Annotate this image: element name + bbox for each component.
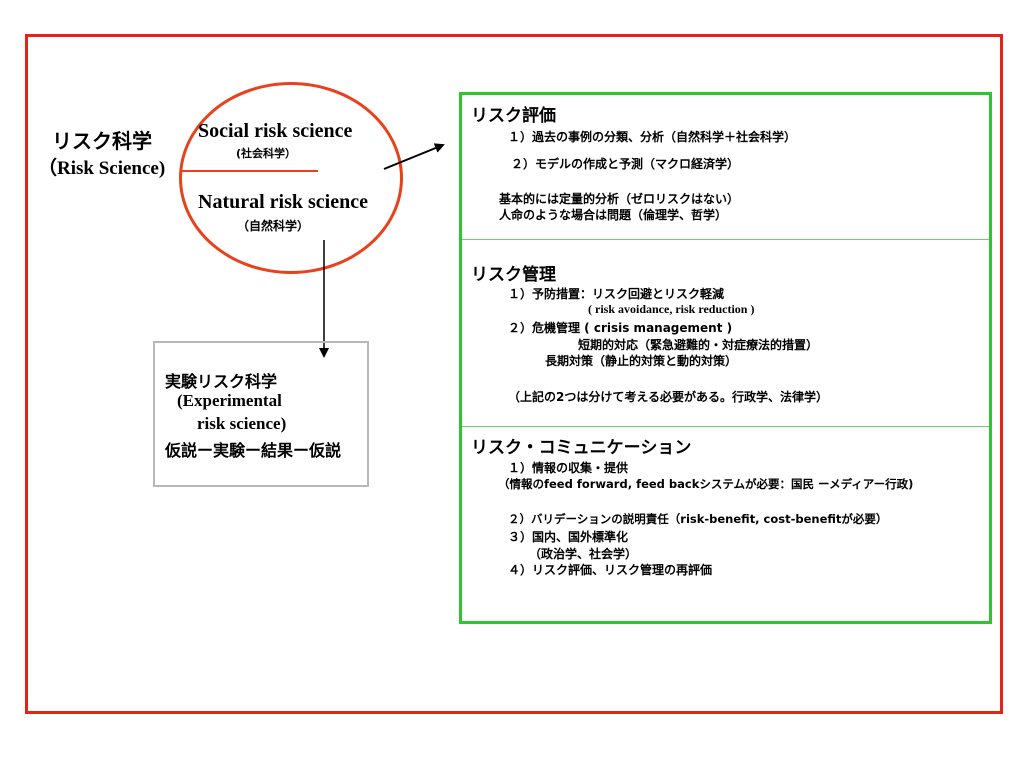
experimental-title-jp: 実験リスク科学 xyxy=(165,372,278,391)
evaluation-note-2: 人命のような場合は問題（倫理学、哲学） xyxy=(499,208,728,222)
arrow-to-panel xyxy=(383,143,445,170)
management-item-2: ２）危機管理 ( crisis management ) xyxy=(508,321,733,335)
social-science-label-jp: (社会科学） xyxy=(236,147,297,160)
evaluation-note-1: 基本的には定量的分析（ゼロリスクはない） xyxy=(499,192,740,206)
risk-science-ellipse xyxy=(179,82,403,274)
evaluation-item-2: ２）モデルの作成と予測（マクロ経済学） xyxy=(511,157,740,171)
experimental-title-en-2: risk science) xyxy=(197,414,287,433)
evaluation-item-1: １）過去の事例の分類、分析（自然科学＋社会科学） xyxy=(508,130,797,144)
communication-item-3: ３）国内、国外標準化 xyxy=(508,530,629,544)
communication-item-4: ４）リスク評価、リスク管理の再評価 xyxy=(508,563,713,577)
section-divider xyxy=(462,239,989,240)
hypothesis-cycle: 仮説ー実験ー結果ー仮説 xyxy=(165,441,342,460)
management-short-term: 短期的対応（緊急避難的・対症療法的措置） xyxy=(578,338,819,352)
management-item-1-en: ( risk avoidance, risk reduction ) xyxy=(588,302,755,316)
risk-process-panel xyxy=(459,92,992,624)
risk-evaluation-title: リスク評価 xyxy=(471,106,556,126)
natural-risk-science-label: Natural risk science xyxy=(198,191,368,213)
risk-science-title-en: （Risk Science) xyxy=(38,158,166,179)
management-note: （上記の2つは分けて考える必要がある。行政学、法律学） xyxy=(508,390,828,404)
management-item-1: １）予防措置：リスク回避とリスク軽減 xyxy=(508,287,725,301)
ellipse-divider xyxy=(180,170,318,172)
outer-frame xyxy=(25,34,1003,714)
natural-science-label-jp: （自然科学） xyxy=(237,219,310,233)
experimental-risk-science-box xyxy=(153,341,369,487)
social-risk-science-label: Social risk science xyxy=(198,120,353,142)
communication-item-3-detail: （政治学、社会学） xyxy=(529,547,638,561)
risk-management-title: リスク管理 xyxy=(471,265,556,285)
communication-item-1: １）情報の収集・提供 xyxy=(508,461,629,475)
risk-science-title-jp: リスク科学 xyxy=(52,129,152,153)
experimental-title-en-1: (Experimental xyxy=(177,391,282,410)
communication-item-1-detail: （情報のfeed forward, feed backシステムが必要：国民 ーメ… xyxy=(498,477,914,491)
section-divider xyxy=(462,426,989,427)
management-long-term: 長期対策（静止的対策と動的対策） xyxy=(545,354,738,368)
communication-item-2: ２）バリデーションの説明責任（risk-benefit, cost-benefi… xyxy=(508,512,888,526)
risk-communication-title: リスク・コミュニケーション xyxy=(471,438,692,458)
